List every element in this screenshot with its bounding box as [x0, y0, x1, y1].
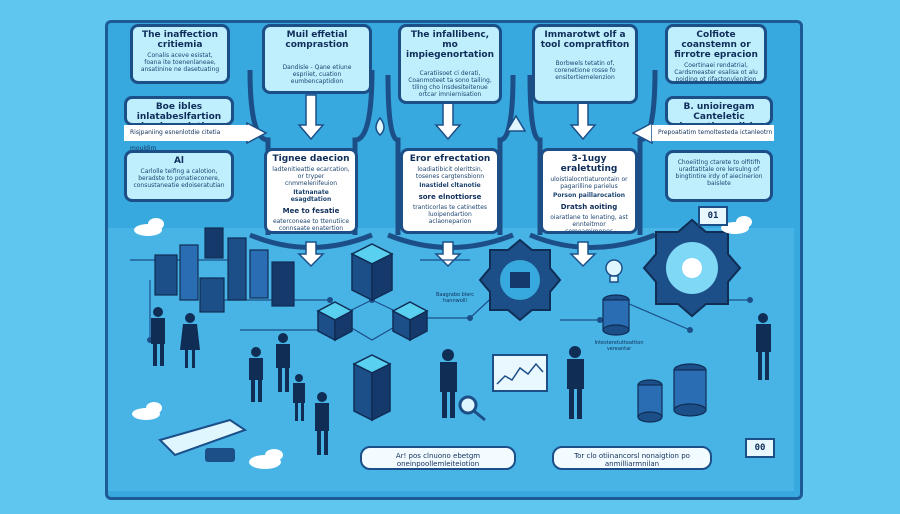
magnifier-icon: [458, 395, 486, 422]
person-9: [756, 313, 771, 380]
top-card-4: Immarotwt olf a tool compratfiton Borbwe…: [532, 24, 638, 104]
arrow-down-4: [297, 241, 325, 268]
top-card-2-text: Dandisle - Qane etiune espriiet, cuation…: [282, 64, 352, 85]
person-6: [315, 392, 329, 455]
top-card-5: Colfiote coanstemn or firrotre epracion …: [665, 24, 767, 84]
mid-card-3-foot-text: oiaratlane to lenating, ast ennteitmor c…: [550, 214, 628, 234]
mid-card-2-bullet: Inastidel cltanotie: [419, 182, 481, 189]
mid-card-2-text: loadiatibicit olerittsin, tosenes cargte…: [415, 166, 485, 180]
top-card-2-heading: Muil effetial comprastion: [285, 30, 349, 50]
arrow-band-left: Risjpaniing esnenlotdie citetia mouldim: [124, 125, 248, 152]
mid-card-1-bullet: Itatnanate esagdtation: [290, 189, 332, 203]
person-5: [293, 374, 305, 421]
person-3: [249, 347, 263, 402]
bottom-ribbon-1: Ar! pos clnuono ebetgm oneinpoollemleite…: [360, 446, 516, 470]
person-2: [180, 313, 200, 368]
person-4: [276, 333, 290, 392]
cube-2: [316, 301, 354, 342]
gear-icon-large: [478, 238, 562, 322]
mid-card-1-text: ladtenitieattie ecarcation, or tryper cn…: [272, 166, 350, 187]
warning-icon: [505, 114, 527, 132]
mid-card-3-foot: Dratsh aoiting: [560, 203, 618, 211]
top-card-5-text: Coertinaei rendatrial, Cardsmeaster esal…: [674, 62, 758, 83]
mid-card-3-text: uloistialocntiaturontain or pagarilline …: [550, 176, 628, 190]
database-stack-2: [673, 363, 707, 417]
arrow-down-1: [297, 94, 325, 141]
droplet-icon: [375, 116, 385, 136]
side-card-right-1-heading: B. unioiregam Canteletic loeanting wilrl…: [679, 102, 758, 123]
cloud-group: [132, 216, 752, 469]
top-card-3-heading: The infallibenc, mo impiegenortation: [405, 30, 495, 60]
cube-4: [352, 354, 392, 422]
mid-card-1-heading: Tignee daecion: [272, 154, 350, 164]
cube-1: [350, 243, 394, 302]
cube-3: [391, 301, 429, 342]
top-card-2: Muil effetial comprastion Dandisle - Qan…: [262, 24, 372, 94]
mid-card-1-foot-text: eaterconeae to ttenutiice connsaate enat…: [272, 218, 350, 232]
side-card-right-1: B. unioiregam Canteletic loeanting wilrl…: [665, 96, 773, 126]
callout-2: Intesteretutteattion vereantar: [594, 340, 644, 352]
top-card-1-text: Conalis aceve esistat, foana ite toenenl…: [140, 52, 220, 73]
side-card-left-2: Al Carlolle teifing a calotion, beradste…: [124, 150, 234, 202]
top-card-1-heading: The inaffection critiemia: [141, 30, 219, 50]
arrow-down-6: [569, 241, 597, 268]
cloud-1: [134, 218, 164, 236]
badge-00: 00: [745, 438, 775, 458]
mid-card-2-heading: Eror efrectation: [409, 154, 491, 164]
mid-card-1-foot: Mee to fesatie: [282, 207, 340, 215]
key-icon: [158, 418, 248, 462]
person-7: [440, 349, 457, 418]
top-card-1: The inaffection critiemia Conalis aceve …: [130, 24, 230, 84]
side-card-left-2-heading: Al: [173, 156, 185, 166]
mid-card-2-foot-text: tranticorlas te catinettes luoipendartio…: [412, 204, 488, 225]
monitor-icon: [492, 354, 548, 392]
gear-icon-right: [642, 218, 742, 318]
top-card-3-text: Caratiisoet ci derati, Coanmoteet ta son…: [408, 70, 492, 98]
people-group: [151, 307, 771, 455]
mid-card-2: Eror efrectation loadiatibicit olerittsi…: [400, 148, 500, 234]
side-card-left-1-heading: Boe ibles inlatabeslfartion impianenlati…: [136, 102, 222, 123]
cloud-3: [249, 449, 283, 469]
person-1: [151, 307, 165, 366]
cube-group: [316, 243, 429, 422]
arrow-band-right: Prepoatiatim temoltesteda ictanleotrn: [652, 125, 774, 141]
mid-card-3-heading: 3-1ugy eraletuting: [560, 154, 618, 174]
side-card-left-1: Boe ibles inlatabeslfartion impianenlati…: [124, 96, 234, 126]
side-card-left-2-text: Carlolle teifing a calotion, beradste to…: [133, 168, 225, 189]
cloud-2: [132, 402, 162, 420]
cloud-4: [721, 216, 752, 234]
column-blocks: [154, 227, 295, 313]
callout-1: Baagrabo blerc hannwolli: [435, 292, 474, 304]
top-card-5-heading: Colfiote coanstemn or firrotre epracion: [674, 30, 758, 60]
top-card-4-heading: Immarotwt olf a tool compratfiton: [540, 30, 630, 50]
mid-card-1: Tignee daecion ladtenitieattie ecarcatio…: [264, 148, 358, 234]
mid-card-2-foot: sore elnottiorse: [418, 193, 482, 201]
side-card-right-2-text: Choeiitlng ctarete to olfitifh uradtatit…: [675, 159, 763, 187]
top-card-3: The infallibenc, mo impiegenortation Car…: [398, 24, 502, 104]
top-card-4-text: Borbwels tetatin of, corenetione rosse f…: [554, 60, 616, 81]
lightbulb-icon: [605, 259, 623, 283]
bottom-ribbon-2: Tor clo otiinancorsl nonaigtion po anmil…: [552, 446, 712, 470]
mid-card-3: 3-1ugy eraletuting uloistialocntiaturont…: [540, 148, 638, 234]
mid-card-3-bullet: Porson paillarocation: [552, 192, 626, 199]
database-stack-3: [637, 379, 663, 423]
database-stack-1: [602, 294, 630, 336]
side-card-right-2: Choeiitlng ctarete to olfitifh uradtatit…: [665, 150, 773, 202]
person-8: [567, 346, 584, 419]
badge-01: 01: [698, 206, 728, 226]
